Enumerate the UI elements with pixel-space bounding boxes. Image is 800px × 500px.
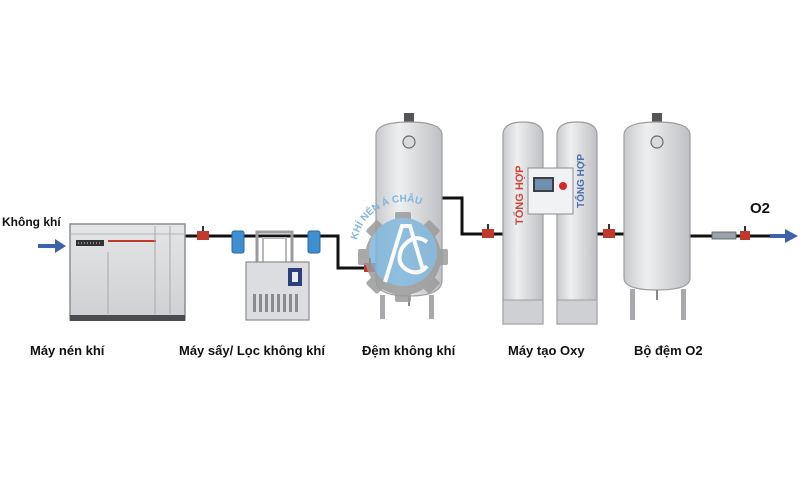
stage-label-compressor: Máy nén khí <box>30 343 105 358</box>
stage-label-oxygen-generator: Máy tạo Oxy <box>508 343 585 358</box>
valve-icon <box>197 226 209 240</box>
valve-icon <box>740 226 750 240</box>
oxygen-buffer-tank <box>623 113 691 320</box>
air-compressor <box>69 223 186 321</box>
valve-icon <box>482 224 494 238</box>
output-arrow <box>770 229 798 243</box>
air-dryer-filter <box>231 230 321 321</box>
stage-label-air-buffer: Đệm không khí <box>362 343 456 358</box>
company-logo-watermark <box>358 212 448 302</box>
generator-brand-label: TỔNG HỢP <box>513 166 526 226</box>
stage-label-dryer: Máy sấy/ Lọc không khí <box>179 343 325 358</box>
valve-icon <box>603 224 615 238</box>
stage-label-o2-buffer: Bộ đệm O2 <box>634 343 703 358</box>
output-label: O2 <box>750 200 771 217</box>
input-arrow <box>38 239 66 253</box>
generator-brand-label: TỔNG HỢP <box>574 154 587 208</box>
input-label: Không khí <box>2 215 61 229</box>
oxygen-generator <box>502 121 598 325</box>
